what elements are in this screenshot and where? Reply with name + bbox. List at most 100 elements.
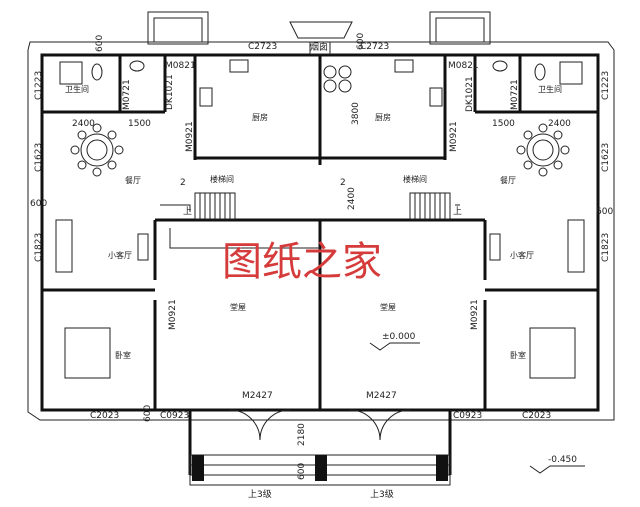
room-bedroom-right: 卧室 <box>510 350 526 360</box>
column-right <box>436 455 448 481</box>
label-m0921-kitchen-left: M0921 <box>185 121 195 152</box>
chimney-top <box>289 21 353 39</box>
cooker-3 <box>323 79 337 93</box>
label-d600-top-mid: 600 <box>356 33 366 50</box>
shower-right <box>559 61 583 85</box>
room-stair-right: 楼梯间 <box>403 174 427 184</box>
label-up-left: 上 <box>183 206 192 217</box>
label-up-right: 上 <box>453 206 462 217</box>
label-c2023-left: C2023 <box>90 411 119 421</box>
label-level0: ±0.000 <box>382 332 416 342</box>
label-c1223-left: C1223 <box>34 71 44 100</box>
room-toilet-right: 卫生间 <box>538 84 562 94</box>
sofa-left <box>55 219 73 273</box>
label-d600-left: 600 <box>30 199 47 209</box>
label-level-neg: -0.450 <box>548 455 577 465</box>
top-projection-right <box>429 11 491 45</box>
top-projection-left-inner <box>153 17 203 43</box>
top-projection-right-inner <box>435 17 485 43</box>
sink-right <box>394 59 414 73</box>
label-c2023-right: C2023 <box>522 411 551 421</box>
cooker-1 <box>323 65 337 79</box>
stove-right <box>429 87 443 107</box>
basin-right <box>492 60 508 72</box>
label-m0921-kitchen-right: M0921 <box>449 121 459 152</box>
level-mark-neg <box>529 465 585 474</box>
room-parlor-left: 小客厅 <box>108 250 132 260</box>
sofa-right <box>567 219 585 273</box>
label-m0721-right: M0721 <box>510 79 520 110</box>
label-d1500-right: 1500 <box>492 119 515 129</box>
cooker-2 <box>338 65 352 79</box>
room-toilet-left: 卫生间 <box>65 84 89 94</box>
label-d2400-left: 2400 <box>72 119 95 129</box>
label-m0821-right: M0821 <box>448 61 479 71</box>
label-d2180: 2180 <box>297 423 307 446</box>
label-d600-right: 600 <box>596 207 613 217</box>
bed-left <box>64 327 111 379</box>
label-d3800: 3800 <box>351 102 361 125</box>
room-hall-left: 堂屋 <box>230 302 246 312</box>
tv-right <box>489 233 501 261</box>
label-d600-top-left: 600 <box>95 35 105 52</box>
eave-outline <box>27 41 615 421</box>
label-c1823-right: C1823 <box>601 233 611 262</box>
label-c1623-left: C1623 <box>34 143 44 172</box>
stair-left <box>160 192 320 249</box>
label-c1823-left: C1823 <box>34 233 44 262</box>
room-bedroom-left: 卧室 <box>115 350 131 360</box>
room-dining-left: 餐厅 <box>125 176 141 185</box>
label-c0923-right: C0923 <box>453 411 482 421</box>
label-d1500-left: 1500 <box>128 119 151 129</box>
level-mark-0 <box>369 342 420 351</box>
label-m0921-hall-left: M0921 <box>168 299 178 330</box>
label-c2723-left: C2723 <box>248 42 277 52</box>
label-c0923-left: C0923 <box>160 411 189 421</box>
column-mid <box>315 455 327 481</box>
watermark: 图纸之家 <box>222 239 382 285</box>
label-d2400-right: 2400 <box>548 119 571 129</box>
room-kitchen-right: 厨房 <box>375 112 391 122</box>
label-d600-steps: 600 <box>297 463 307 480</box>
label-stair2-right: 2 <box>340 178 346 188</box>
chimney-flue <box>309 41 331 55</box>
label-d2400-mid: 2400 <box>347 187 357 210</box>
wc-left <box>91 63 103 81</box>
label-d600-bottom: 600 <box>143 405 153 422</box>
label-m0921-hall-right: M0921 <box>470 299 480 330</box>
label-c2723-right: C2723 <box>360 42 389 52</box>
room-hall-right: 堂屋 <box>380 302 396 312</box>
door-swing-right <box>349 409 411 441</box>
column-left <box>192 455 204 481</box>
cooker-4 <box>338 79 352 93</box>
basin-left <box>129 60 145 72</box>
tv-left <box>137 233 149 261</box>
room-kitchen-left: 厨房 <box>252 112 268 122</box>
dining-table-left <box>70 123 124 177</box>
label-c1623-right: C1623 <box>601 143 611 172</box>
label-m0721-left: M0721 <box>122 79 132 110</box>
label-c1223-right: C1223 <box>601 71 611 100</box>
door-swing-left <box>229 409 291 441</box>
label-m2427-right: M2427 <box>366 391 397 401</box>
label-steps-right: 上3级 <box>370 488 394 500</box>
stair-right <box>409 192 460 220</box>
dining-table-right <box>516 123 570 177</box>
stove-left <box>199 87 213 107</box>
label-stair2-left: 2 <box>180 178 186 188</box>
label-steps-left: 上3级 <box>248 488 272 500</box>
shower-left <box>59 61 83 85</box>
room-stair-left: 楼梯间 <box>210 174 234 184</box>
room-parlor-right: 小客厅 <box>510 250 534 260</box>
label-m2427-left: M2427 <box>242 391 273 401</box>
room-dining-right: 餐厅 <box>500 176 516 185</box>
label-m0821-left: M0821 <box>165 61 196 71</box>
sink-left <box>229 59 249 73</box>
bed-right <box>529 327 576 379</box>
label-chimney: 烟囱 <box>310 41 328 53</box>
wc-right <box>534 63 546 81</box>
top-projection-left <box>147 11 209 45</box>
label-dk1021-right: DK1021 <box>465 76 475 112</box>
label-dk1021-left: DK1021 <box>165 74 175 110</box>
